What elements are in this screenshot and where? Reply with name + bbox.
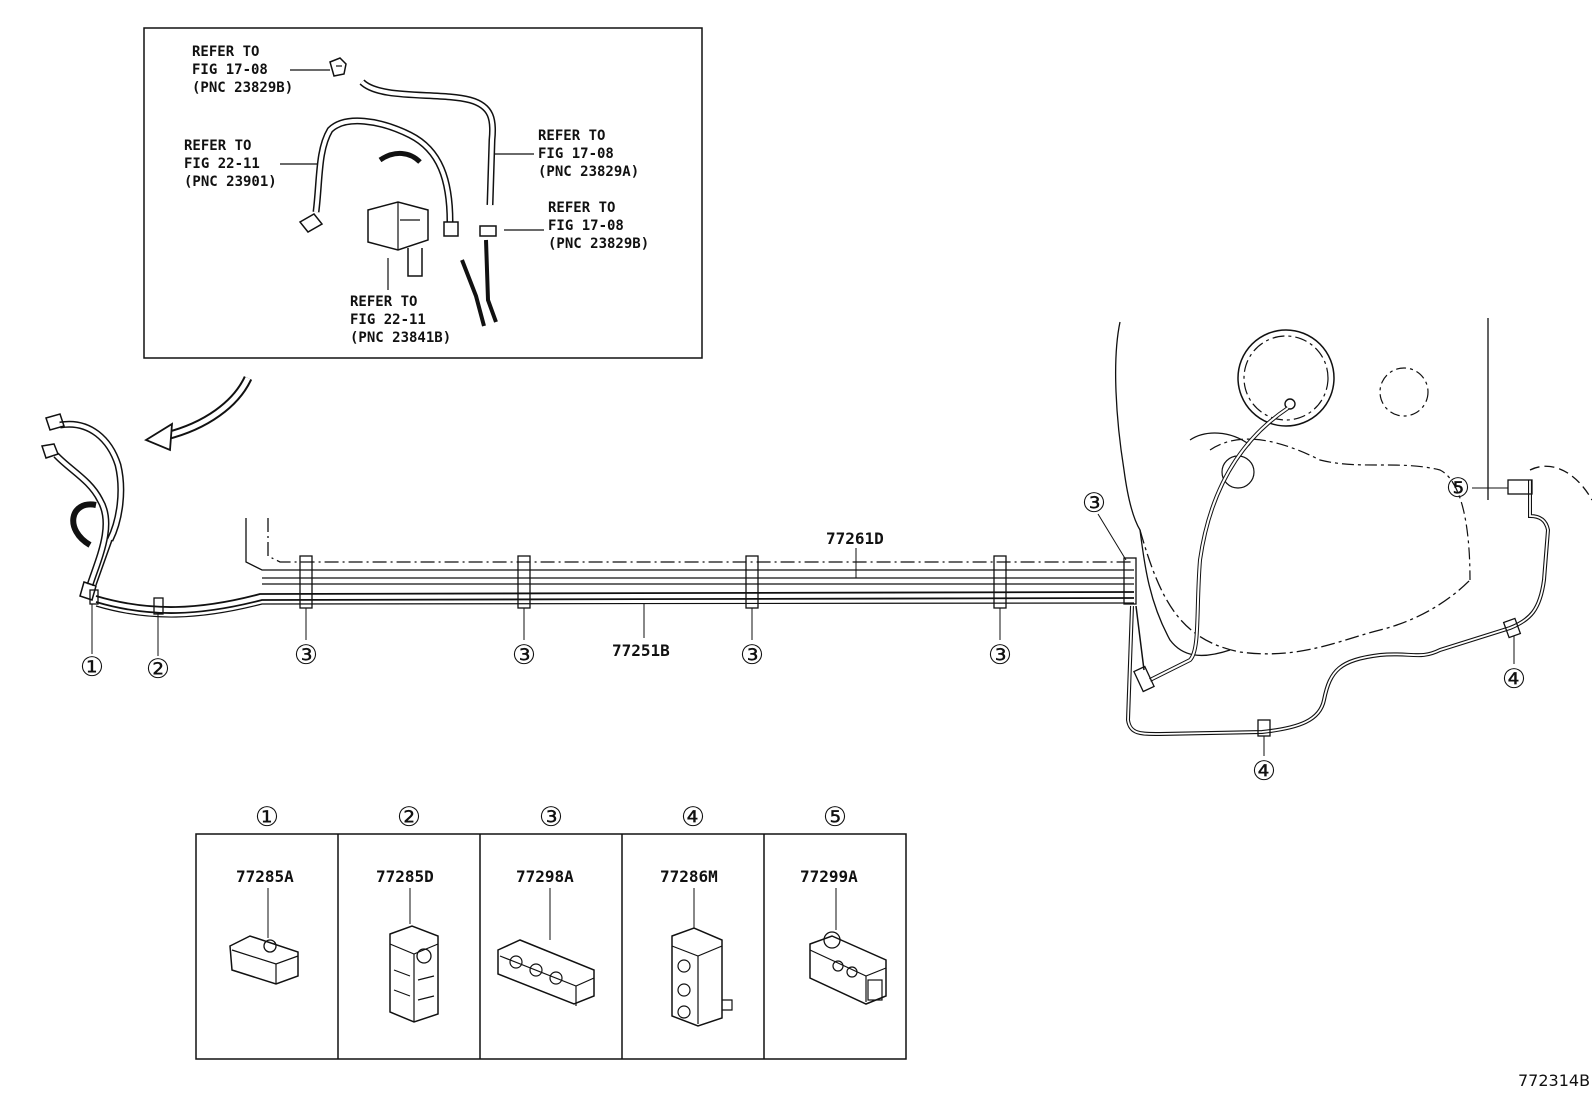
upper-pipe-label: 77261D <box>826 529 884 548</box>
callout-3a: ③ <box>294 640 318 671</box>
inset-ref1-line2: FIG 17-08 <box>192 62 268 78</box>
inset-ref3-line3: (PNC 23829A) <box>538 164 639 180</box>
inset-ref3-line1: REFER TO <box>538 128 605 144</box>
front-hose-assembly <box>41 413 125 601</box>
inset-detail: REFER TO FIG 17-08 (PNC 23829B) REFER TO… <box>143 27 703 359</box>
table-col3-part: 77298A <box>516 867 574 886</box>
valve-block-icon <box>367 201 429 277</box>
pointer-arrow-icon <box>144 375 253 452</box>
table-col4-num: ④ <box>681 802 705 833</box>
inset-ref1-line3: (PNC 23829B) <box>192 80 293 96</box>
callout-1: ① <box>80 652 104 683</box>
table-col5-part: 77299A <box>800 867 858 886</box>
table-col2-num: ② <box>397 802 421 833</box>
inset-ref5-line1: REFER TO <box>350 294 417 310</box>
callouts: ① ② ③ ③ ③ ③ ③ ④ ④ ⑤ <box>80 473 1526 787</box>
inset-ref1-line1: REFER TO <box>192 44 259 60</box>
inset-ref2-line2: FIG 22-11 <box>184 156 260 172</box>
table-col4-part: 77286M <box>660 867 718 886</box>
callout-4a: ④ <box>1252 756 1276 787</box>
rear-body-outline <box>1114 318 1592 756</box>
callout-3e: ③ <box>1082 488 1106 519</box>
lower-pipe-label: 77251B <box>612 641 670 660</box>
table-col1-part: 77285A <box>236 867 294 886</box>
callout-4b: ④ <box>1502 664 1526 695</box>
clip-icon <box>329 57 347 77</box>
pipe-run: 77261D 77251B <box>89 513 1137 660</box>
clip-77285D-icon <box>389 925 439 1023</box>
callout-2: ② <box>146 654 170 685</box>
clip-77286M-icon <box>671 927 733 1027</box>
callout-3d: ③ <box>988 640 1012 671</box>
table-col5-num: ⑤ <box>823 802 847 833</box>
callout-3c: ③ <box>740 640 764 671</box>
callout-3b: ③ <box>512 640 536 671</box>
inset-ref4-line2: FIG 17-08 <box>548 218 624 234</box>
inset-ref2-line3: (PNC 23901) <box>184 174 277 190</box>
table-col1-num: ① <box>255 802 279 833</box>
clip-77298A-icon <box>497 939 595 1006</box>
inset-ref4-line3: (PNC 23829B) <box>548 236 649 252</box>
parts-table: ① ② ③ ④ ⑤ 77285A 77285D 77298A 77286M 77… <box>195 802 907 1060</box>
callout-5: ⑤ <box>1446 473 1470 504</box>
clip-77285A-icon <box>229 935 299 985</box>
inset-ref3-line2: FIG 17-08 <box>538 146 614 162</box>
table-col3-num: ③ <box>539 802 563 833</box>
inset-ref2-line1: REFER TO <box>184 138 251 154</box>
inset-ref5-line2: FIG 22-11 <box>350 312 426 328</box>
clip-77299A-icon <box>809 931 887 1005</box>
diagram-id: 772314B <box>1518 1071 1590 1090</box>
table-col2-part: 77285D <box>376 867 434 886</box>
inset-ref5-line3: (PNC 23841B) <box>350 330 451 346</box>
inset-ref4-line1: REFER TO <box>548 200 615 216</box>
